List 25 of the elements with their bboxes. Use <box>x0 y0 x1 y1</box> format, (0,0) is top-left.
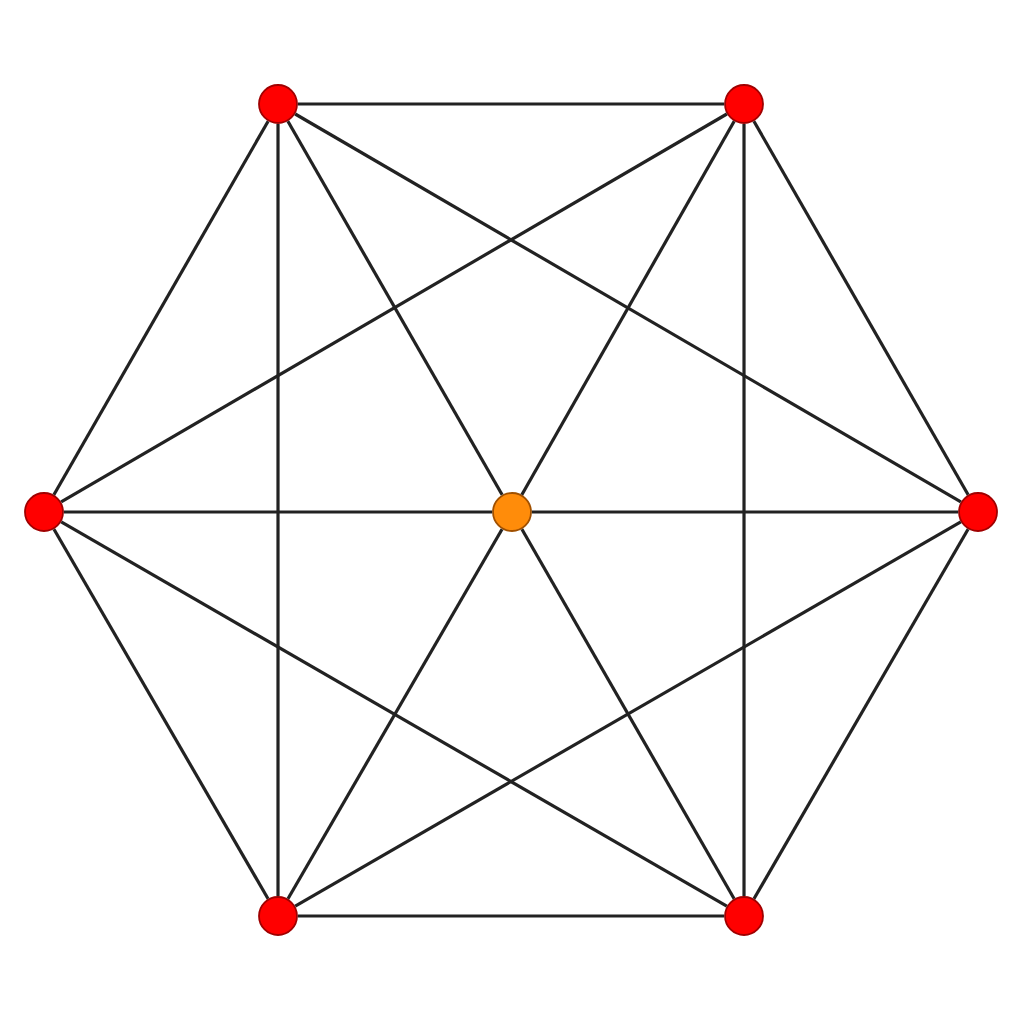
vertex-dot <box>724 84 764 124</box>
edge-line <box>752 120 970 496</box>
vertex-dot <box>258 896 298 936</box>
vertex-dot <box>492 492 532 532</box>
edge-line <box>294 520 962 908</box>
edge-line <box>294 112 962 504</box>
vertex-dot <box>958 492 998 532</box>
edge-line <box>276 123 280 897</box>
edge-line <box>297 914 725 918</box>
edge-line <box>286 120 504 496</box>
edge-line <box>742 123 746 897</box>
edge-line <box>297 102 725 106</box>
edge-line <box>60 520 728 908</box>
vertex-dot <box>258 84 298 124</box>
edge-line <box>52 120 270 496</box>
edge-line <box>531 510 959 514</box>
edge-line <box>63 510 493 514</box>
edge-line <box>286 528 504 900</box>
vertex-dot <box>24 492 64 532</box>
edge-line <box>520 120 736 496</box>
edge-line <box>60 112 728 504</box>
edge-line <box>52 528 270 900</box>
vertex-dot <box>724 896 764 936</box>
edge-line <box>520 528 736 900</box>
edge-line <box>752 528 970 900</box>
